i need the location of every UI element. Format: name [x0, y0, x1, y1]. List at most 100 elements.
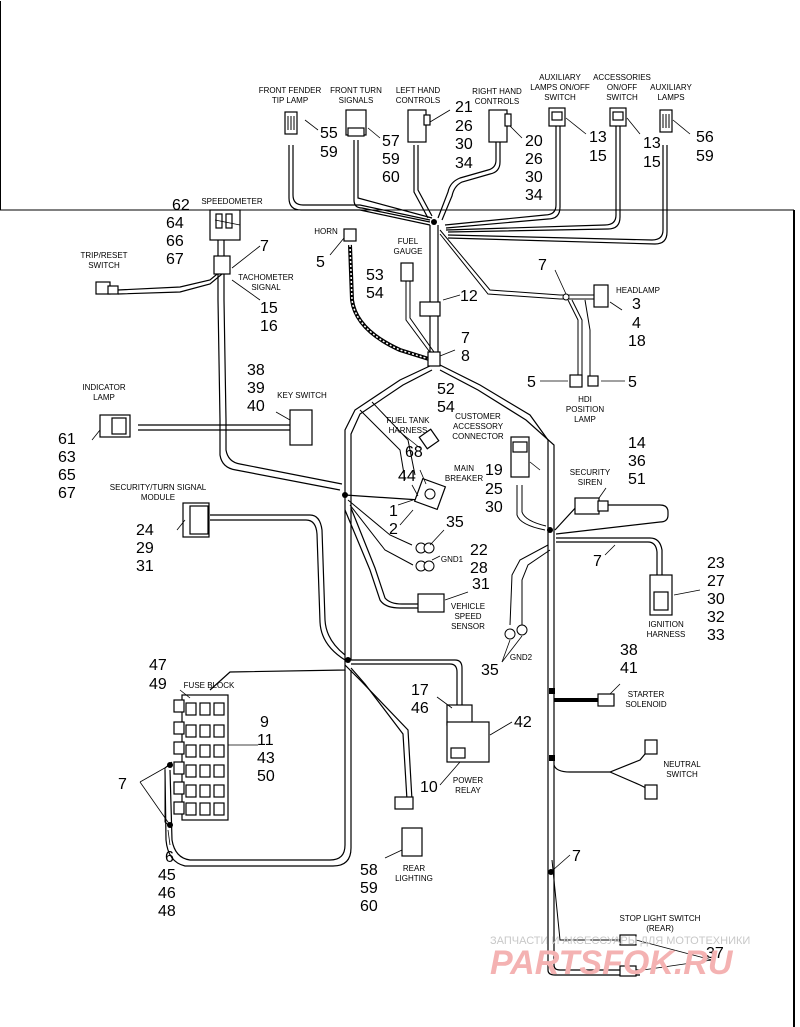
label-gnd1: GND1	[441, 555, 464, 564]
leader-lines	[91, 109, 713, 972]
starter-solenoid-connector	[597, 693, 615, 707]
callout-c7-bottom: 7	[572, 848, 581, 865]
front-fender-tip-lamp-connector	[284, 111, 298, 135]
speedometer-connector	[209, 209, 241, 275]
components	[91, 107, 713, 977]
callout-c12: 12	[460, 288, 478, 305]
callout-c7-fuse: 7	[118, 776, 127, 793]
main-breaker	[413, 477, 447, 511]
label-headlamp: HEADLAMP	[616, 286, 660, 295]
label-key-switch: KEY SWITCH	[277, 391, 327, 400]
label-stop-light-switch: STOP LIGHT SWITCH(REAR)	[620, 914, 701, 933]
gnd1-ring-terminals	[415, 542, 435, 572]
accessories-switch-connector	[609, 107, 627, 127]
front-turn-signals-connector	[345, 109, 367, 137]
key-switch-connector	[289, 409, 313, 446]
label-horn: HORN	[314, 227, 338, 236]
right-hand-controls-connector	[488, 109, 512, 143]
callout-hdi-right: 5	[628, 374, 637, 391]
power-relay	[446, 704, 490, 763]
auxiliary-lamps-connector	[659, 109, 673, 133]
watermark-line2: PARTSFOK.RU	[490, 944, 734, 982]
callout-c35-top: 35	[446, 514, 464, 531]
trip-reset-switch-connector	[95, 281, 119, 295]
callout-horn: 5	[316, 254, 325, 271]
gnd2-ring-terminals	[504, 624, 528, 640]
rear-lighting-connectors	[394, 796, 423, 857]
c12-clip	[419, 301, 441, 317]
neutral-switch-connectors	[644, 739, 658, 800]
callout-relay-42: 42	[514, 714, 532, 731]
callout-c7-speedo: 7	[260, 238, 269, 255]
security-module-connector	[182, 502, 210, 538]
left-hand-controls-connector	[407, 109, 431, 143]
fuse-block	[173, 694, 229, 821]
headlamp-connector	[562, 284, 609, 308]
vehicle-speed-sensor-connector	[417, 593, 445, 613]
label-gnd2: GND2	[510, 653, 533, 662]
security-siren-connector	[574, 497, 609, 515]
callout-gnd2: 35	[481, 662, 499, 679]
fuel-tank-harness-connector	[418, 428, 440, 450]
watermark-line1: ЗАПЧАСТИ И АКСЕССУАРЫ ДЛЯ МОТОТЕХНИКИ	[490, 935, 750, 947]
callout-c7-siren: 7	[593, 553, 602, 570]
junction-7-8	[427, 351, 441, 367]
label-speedometer: SPEEDOMETER	[201, 197, 263, 206]
callout-hdi-left: 5	[527, 374, 536, 391]
label-fuse-block: FUSE BLOCK	[184, 681, 235, 690]
customer-accessory-connector	[510, 436, 530, 478]
aux-lamps-switch-connector	[548, 107, 566, 127]
fuel-gauge-connector	[400, 262, 414, 282]
harness-wires	[117, 125, 669, 976]
